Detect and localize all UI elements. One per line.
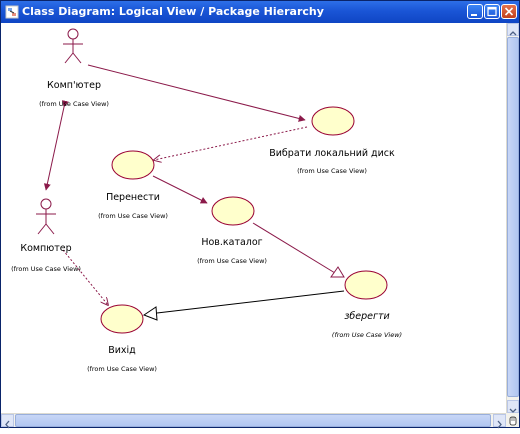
use-case-ellipse xyxy=(100,304,144,334)
use-case-name: Вибрати локальний диск xyxy=(269,148,395,159)
use-case-name: Нов.каталог xyxy=(201,237,262,248)
chevron-left-icon xyxy=(5,420,10,429)
actor-left[interactable]: Компютер (from Use Case View) xyxy=(11,198,81,273)
use-case-move[interactable]: Перенести (from Use Case View) xyxy=(98,150,168,220)
use-case-note: (from Use Case View) xyxy=(332,331,402,339)
horizontal-scrollbar[interactable] xyxy=(1,413,506,429)
diagram-canvas[interactable]: Комп'ютер (from Use Case View) Компютер … xyxy=(1,23,506,413)
scroll-down-button[interactable] xyxy=(507,400,519,413)
actor-stick-figure-icon xyxy=(63,28,83,64)
relation-move-to-new-dir[interactable] xyxy=(152,175,208,204)
title-bar[interactable]: Class Diagram: Logical View / Package Hi… xyxy=(1,1,519,23)
use-case-note: (from Use Case View) xyxy=(87,365,157,373)
relation-actor-top-to-actor-left[interactable] xyxy=(43,100,69,191)
vertical-scroll-thumb[interactable] xyxy=(507,37,519,397)
use-case-name: Вихід xyxy=(108,345,136,356)
use-case-name: зберегти xyxy=(344,311,389,322)
close-button[interactable] xyxy=(501,4,517,19)
use-case-note: (from Use Case View) xyxy=(297,167,367,175)
actor-note: (from Use Case View) xyxy=(11,265,81,273)
actor-name: Комп'ютер xyxy=(47,80,101,91)
chevron-up-icon xyxy=(509,31,517,36)
window-title: Class Diagram: Logical View / Package Hi… xyxy=(22,5,324,18)
horizontal-scroll-thumb[interactable] xyxy=(15,414,491,427)
maximize-button[interactable] xyxy=(484,4,500,19)
use-case-select-disk[interactable]: Вибрати локальний диск (from Use Case Vi… xyxy=(269,106,395,175)
hand-cursor-icon xyxy=(509,416,517,426)
relation-new-dir-to-save[interactable] xyxy=(252,222,345,278)
minimize-icon xyxy=(471,14,477,16)
relation-save-to-exit[interactable] xyxy=(142,290,345,321)
use-case-new-directory[interactable]: Нов.каталог (from Use Case View) xyxy=(197,196,267,265)
vertical-scrollbar[interactable] xyxy=(506,23,519,413)
chevron-right-icon xyxy=(497,420,502,429)
diagram-app-icon xyxy=(5,5,19,19)
use-case-ellipse xyxy=(211,196,255,226)
minimize-button[interactable] xyxy=(467,4,483,19)
use-case-ellipse xyxy=(344,270,388,300)
use-case-save[interactable]: зберегти (from Use Case View) xyxy=(332,270,402,339)
resize-grip[interactable] xyxy=(506,413,519,427)
actor-note: (from Use Case View) xyxy=(39,100,109,108)
use-case-ellipse xyxy=(111,150,155,180)
maximize-icon xyxy=(487,6,497,17)
close-icon xyxy=(504,7,514,16)
use-case-exit[interactable]: Вихід (from Use Case View) xyxy=(87,304,157,373)
relation-actor-top-to-select-disk[interactable] xyxy=(87,64,306,122)
use-case-note: (from Use Case View) xyxy=(197,257,267,265)
uml-diagram: Комп'ютер (from Use Case View) Компютер … xyxy=(11,28,402,373)
use-case-name: Перенести xyxy=(106,192,160,203)
scroll-left-button[interactable] xyxy=(1,414,14,429)
scroll-up-button[interactable] xyxy=(507,23,519,36)
use-case-note: (from Use Case View) xyxy=(98,212,168,220)
use-case-ellipse xyxy=(311,106,355,136)
chevron-down-icon xyxy=(509,408,517,413)
scroll-right-button[interactable] xyxy=(493,414,506,429)
actor-top[interactable]: Комп'ютер (from Use Case View) xyxy=(39,28,109,108)
actor-stick-figure-icon xyxy=(36,198,56,235)
relation-actor-left-to-exit[interactable] xyxy=(62,249,108,305)
actor-name: Компютер xyxy=(20,243,71,254)
